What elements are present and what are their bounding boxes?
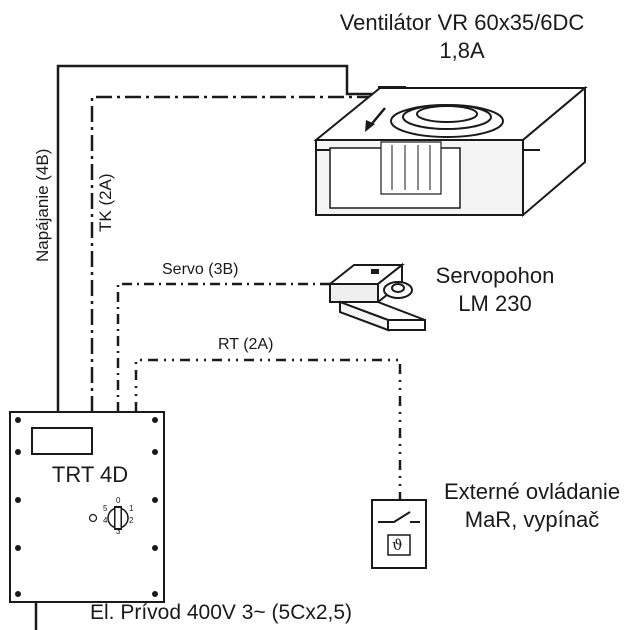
dial-number: 3: [116, 527, 121, 536]
rt-cable-label: RT (2A): [218, 336, 274, 353]
dial-number: 4: [103, 516, 108, 525]
servo-model: LM 230: [458, 291, 532, 316]
power-cable: [56, 64, 380, 412]
servo-actuator: [327, 262, 426, 332]
trt-controller: [9, 411, 165, 603]
dial-number: 0: [116, 496, 121, 505]
controller-label: TRT 4D: [51, 462, 129, 487]
fan-title: Ventilátor VR 60x35/6DC: [339, 10, 585, 35]
dial-number: 5: [103, 504, 108, 513]
rt-cable-left: [134, 358, 402, 500]
tk-cable: [90, 95, 378, 412]
external-line2: MaR, vypínač: [464, 507, 600, 532]
dial-number: 2: [129, 516, 134, 525]
servo-cable-label: Servo (3B): [162, 261, 239, 278]
airflow-arrowhead: [365, 120, 375, 132]
power-cable-label: Napájanie (4B): [33, 148, 52, 262]
servo-name: Servopohon: [435, 263, 555, 288]
fan-current: 1,8A: [439, 38, 485, 63]
dial-number: 1: [129, 504, 134, 513]
fan-unit: [313, 85, 588, 218]
servo-cable: [116, 282, 336, 412]
tk-cable-label: TK (2A): [96, 173, 115, 232]
thermostat-symbol: ϑ: [392, 536, 403, 554]
external-switch: [371, 499, 427, 569]
supply-label: El. Prívod 400V 3~ (5Cx2,5): [90, 601, 353, 624]
external-line1: Externé ovládanie: [443, 479, 621, 504]
